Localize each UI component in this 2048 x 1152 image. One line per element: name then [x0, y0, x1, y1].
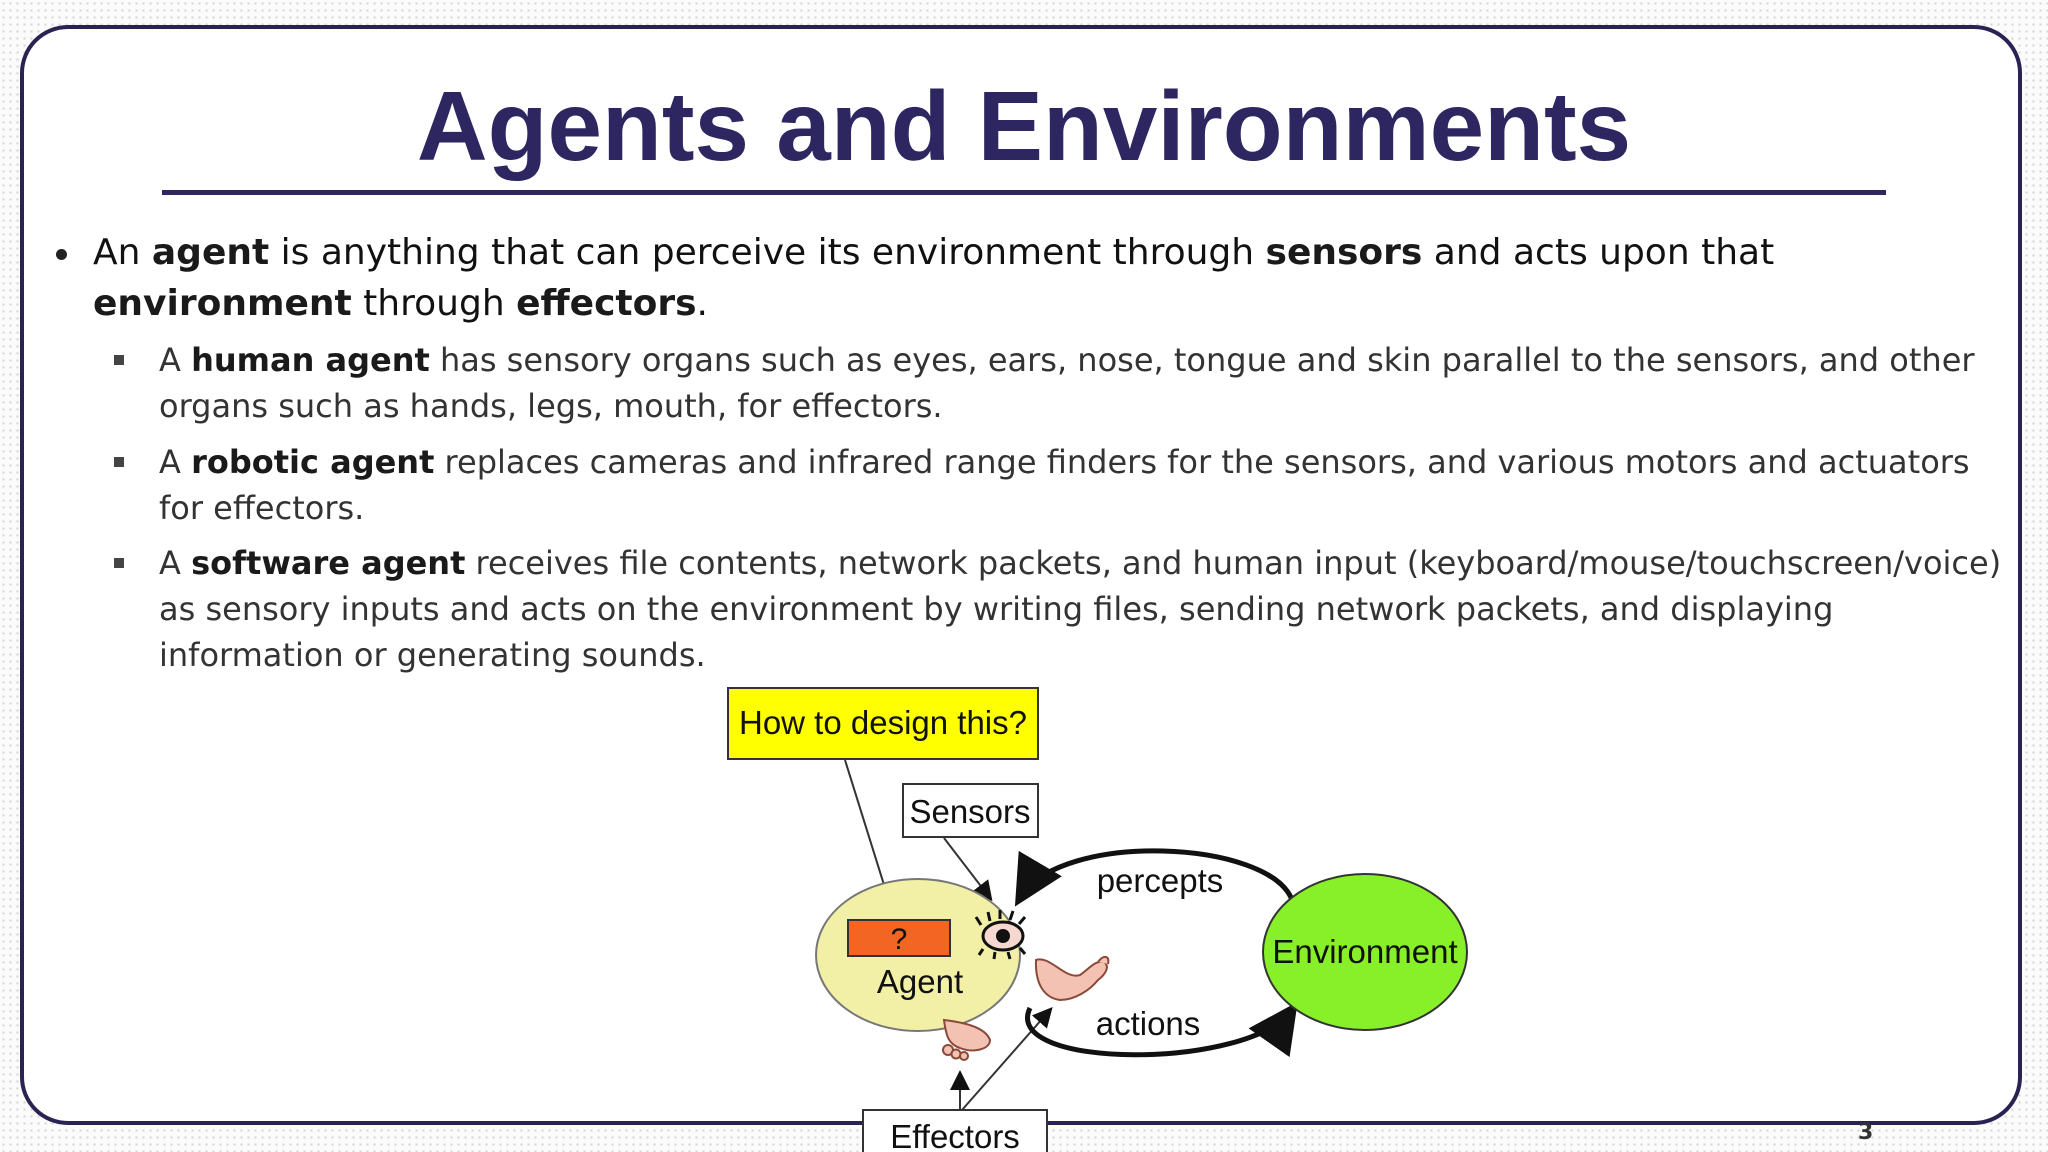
term-effectors: effectors [516, 283, 697, 324]
slide-number: 3 [1858, 1120, 1874, 1145]
bullet-text-5: . [696, 283, 708, 324]
bullet-text-3: and acts upon that [1422, 232, 1775, 273]
term-robotic-agent: robotic agent [191, 443, 435, 481]
bullet-text-1: An [93, 232, 152, 273]
sub-bullet-prefix: A [159, 443, 192, 481]
sub-bullet-text: A software agent receives file contents,… [159, 540, 2004, 678]
bullet-text-2: is anything that can perceive its enviro… [269, 232, 1266, 273]
term-sensors: sensors [1265, 232, 1423, 273]
sub-bullet-rest: receives file contents, network packets,… [159, 544, 2002, 674]
sub-bullet-prefix: A [159, 544, 192, 582]
sub-bullet-prefix: A [159, 341, 192, 379]
sub-bullet-text: A robotic agent replaces cameras and inf… [159, 439, 2004, 531]
bullet-dot [56, 249, 67, 260]
term-environment: environment [93, 283, 352, 324]
sub-bullet-rest: has sensory organs such as eyes, ears, n… [159, 341, 1975, 425]
bullet-text-4: through [351, 283, 517, 324]
term-software-agent: software agent [191, 544, 466, 582]
main-bullet-text: An agent is anything that can perceive i… [93, 227, 1973, 329]
term-human-agent: human agent [191, 341, 430, 379]
slide-title: Agents and Environments [416, 71, 1632, 181]
sub-bullet-text: A human agent has sensory organs such as… [159, 337, 2004, 429]
title-underline [162, 190, 1886, 195]
term-agent: agent [151, 232, 270, 273]
square-bullet [114, 355, 124, 365]
sub-bullet-rest: replaces cameras and infrared range find… [159, 443, 1970, 527]
square-bullet [114, 457, 124, 467]
square-bullet [114, 558, 124, 568]
